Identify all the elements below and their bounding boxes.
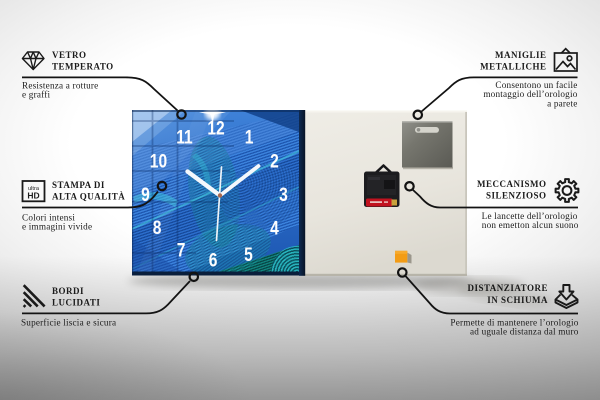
svg-text:ad uguale distanza dal muro: ad uguale distanza dal muro (470, 327, 579, 337)
svg-text:ALTA QUALITÀ: ALTA QUALITÀ (52, 192, 125, 202)
svg-text:3: 3 (279, 183, 288, 205)
svg-text:7: 7 (177, 239, 186, 261)
svg-text:BORDI: BORDI (52, 286, 84, 296)
svg-text:LUCIDATI: LUCIDATI (52, 297, 100, 307)
svg-text:Superficie liscia e sicura: Superficie liscia e sicura (21, 317, 116, 327)
svg-text:9: 9 (141, 183, 150, 205)
svg-text:e immagini vivide: e immagini vivide (22, 222, 92, 232)
svg-text:10: 10 (150, 150, 168, 172)
svg-text:STAMPA DI: STAMPA DI (52, 180, 105, 190)
svg-text:Le lancette dell’orologio: Le lancette dell’orologio (482, 211, 578, 221)
svg-text:Consentono un facile: Consentono un facile (495, 80, 577, 90)
svg-text:ultra: ultra (28, 186, 40, 192)
svg-text:2: 2 (270, 150, 279, 172)
svg-text:Resistenza a rotture: Resistenza a rotture (22, 80, 98, 90)
svg-text:4: 4 (270, 217, 279, 239)
svg-text:VETRO: VETRO (52, 50, 87, 60)
svg-text:MECCANISMO: MECCANISMO (477, 179, 547, 189)
svg-text:5: 5 (244, 243, 253, 265)
svg-text:DISTANZIATORE: DISTANZIATORE (467, 283, 548, 293)
svg-text:MANIGLIE: MANIGLIE (495, 50, 547, 60)
svg-text:Colori intensi: Colori intensi (22, 212, 75, 222)
svg-text:Permette di mantenere l’orolog: Permette di mantenere l’orologio (450, 317, 578, 327)
svg-text:IN SCHIUMA: IN SCHIUMA (487, 295, 548, 305)
svg-text:8: 8 (153, 216, 162, 238)
svg-text:1: 1 (245, 126, 254, 148)
svg-text:11: 11 (176, 126, 193, 148)
svg-text:montaggio dell’orologio: montaggio dell’orologio (483, 89, 577, 99)
svg-text:TEMPERATO: TEMPERATO (52, 62, 114, 72)
svg-text:e graffi: e graffi (22, 90, 50, 100)
svg-text:HD: HD (27, 191, 39, 201)
svg-text:12: 12 (207, 117, 225, 139)
svg-text:non emetton alcun suono: non emetton alcun suono (482, 220, 579, 230)
svg-text:SILENZIOSO: SILENZIOSO (486, 191, 547, 201)
svg-text:6: 6 (209, 249, 218, 271)
svg-text:METALLICHE: METALLICHE (480, 62, 546, 72)
svg-text:a parete: a parete (547, 98, 577, 108)
